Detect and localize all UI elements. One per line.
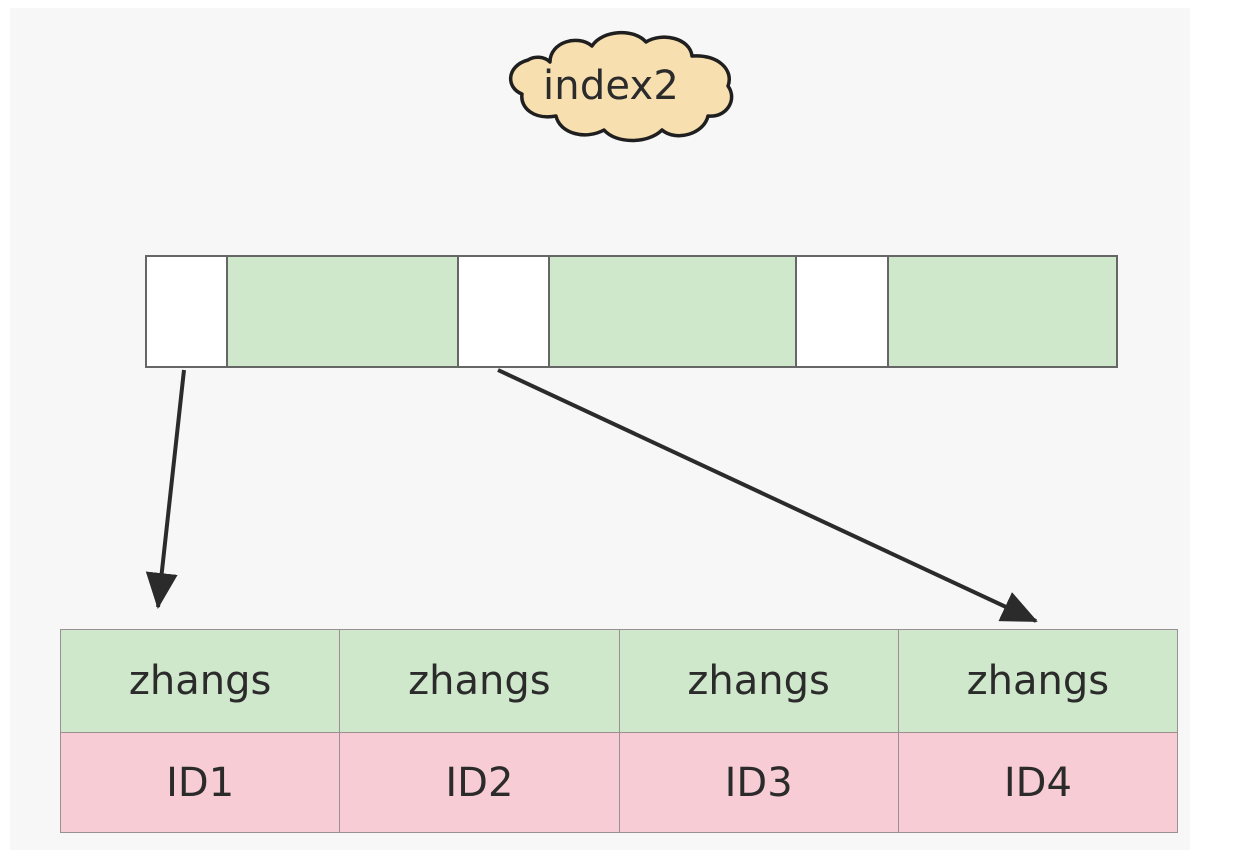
strip-cell-key-3[interactable] xyxy=(889,257,1116,366)
strip-cell-key-2[interactable] xyxy=(550,257,797,366)
cell-name-3[interactable]: zhangs xyxy=(618,629,899,733)
cell-id-3[interactable]: ID3 xyxy=(618,732,899,833)
cell-name-2[interactable]: zhangs xyxy=(339,629,620,733)
cell-id-1[interactable]: ID1 xyxy=(59,732,341,833)
data-table: zhangs zhangs zhangs zhangs ID1 ID2 ID3 … xyxy=(59,629,1179,833)
table-row-ids: ID1 ID2 ID3 ID4 xyxy=(59,732,1179,833)
cell-name-4[interactable]: zhangs xyxy=(897,629,1179,733)
cloud-shape-index2: index2 xyxy=(478,26,744,146)
cloud-icon xyxy=(509,30,734,143)
strip-cell-pointer-3[interactable] xyxy=(797,257,889,366)
table-row-names: zhangs zhangs zhangs zhangs xyxy=(59,629,1179,733)
cell-name-1[interactable]: zhangs xyxy=(59,629,341,733)
cell-id-2[interactable]: ID2 xyxy=(339,732,620,833)
index-node-strip xyxy=(145,255,1118,368)
strip-cell-pointer-2[interactable] xyxy=(459,257,550,366)
cell-id-4[interactable]: ID4 xyxy=(897,732,1179,833)
cloud-label-text: index2 xyxy=(542,63,680,109)
strip-cell-pointer-1[interactable] xyxy=(147,257,228,366)
strip-cell-key-1[interactable] xyxy=(228,257,459,366)
